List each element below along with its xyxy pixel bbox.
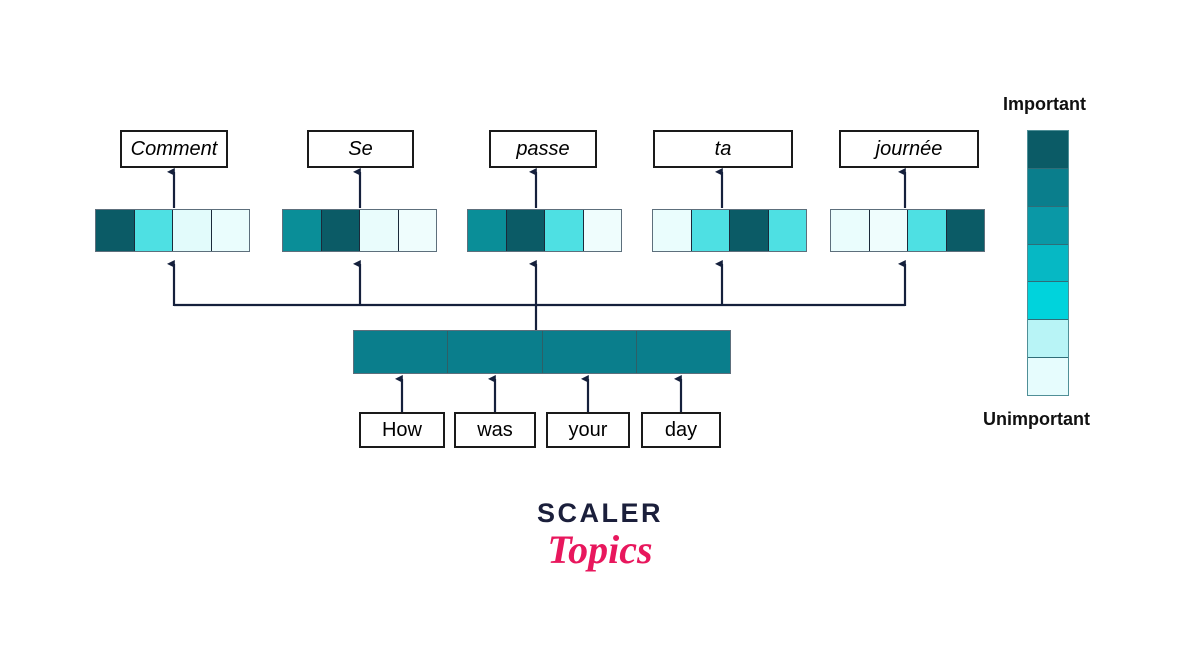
attention-cell: [398, 210, 436, 251]
attention-cell: [283, 210, 322, 251]
legend-label-important: Important: [1003, 94, 1086, 114]
attention-cell: [506, 210, 545, 251]
output-word-label: Se: [348, 138, 373, 160]
attention-cell: [653, 210, 692, 251]
encoder-segment-your: [542, 331, 637, 373]
attention-cell: [583, 210, 621, 251]
legend-swatch: [1028, 131, 1068, 169]
encoder-segment-how: [354, 331, 449, 373]
legend-swatch: [1028, 358, 1068, 396]
attention-cell: [730, 210, 769, 251]
output-word-label: Comment: [130, 138, 218, 160]
attention-cell: [691, 210, 730, 251]
attention-cell: [321, 210, 360, 251]
input-word-box-2: your: [546, 412, 630, 448]
output-word-box-4: journée: [839, 130, 979, 168]
output-word-box-3: ta: [653, 130, 793, 168]
attention-row-passe: [467, 209, 622, 252]
output-word-box-0: Comment: [120, 130, 228, 168]
logo-primary-text: SCALER: [536, 498, 663, 528]
attention-cell: [468, 210, 507, 251]
legend-color-scale: [1027, 130, 1069, 396]
attention-cell: [831, 210, 870, 251]
attention-row-comment: [95, 209, 250, 252]
encoder-segment-day: [636, 331, 730, 373]
input-word-label: was: [477, 419, 513, 441]
legend-swatch: [1028, 168, 1068, 207]
attention-cell: [768, 210, 806, 251]
output-word-label: ta: [714, 138, 732, 160]
encoder-segment-was: [448, 331, 543, 373]
input-word-box-3: day: [641, 412, 721, 448]
attention-cell: [946, 210, 984, 251]
input-word-box-1: was: [454, 412, 536, 448]
attention-row-journee: [830, 209, 985, 252]
logo-secondary-text: Topics: [547, 527, 653, 572]
scaler-topics-logo: SCALER Topics: [0, 500, 1200, 571]
output-word-box-1: Se: [307, 130, 414, 168]
legend-swatch: [1028, 320, 1068, 359]
attention-cell: [173, 210, 212, 251]
output-word-box-2: passe: [489, 130, 597, 168]
output-word-label: passe: [516, 138, 570, 160]
attention-row-se: [282, 209, 437, 252]
attention-cell: [360, 210, 399, 251]
input-word-label: How: [381, 419, 422, 441]
legend-swatch: [1028, 282, 1068, 321]
input-word-label: your: [568, 419, 608, 441]
attention-cell: [211, 210, 249, 251]
attention-cell: [869, 210, 908, 251]
legend-label-unimportant: Unimportant: [983, 409, 1090, 429]
encoder-bar: [353, 330, 731, 374]
legend-swatch: [1028, 244, 1068, 283]
attention-cell: [134, 210, 173, 251]
input-word-label: day: [664, 419, 698, 441]
attention-cell: [908, 210, 947, 251]
attention-cell: [96, 210, 135, 251]
attention-cell: [545, 210, 584, 251]
input-word-box-0: How: [359, 412, 445, 448]
attention-row-ta: [652, 209, 807, 252]
output-word-label: journée: [875, 138, 943, 160]
legend-swatch: [1028, 206, 1068, 245]
